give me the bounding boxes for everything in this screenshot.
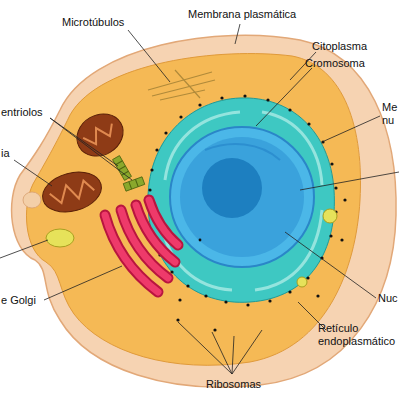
part-label: Cromosoma bbox=[305, 57, 385, 70]
part-label: Citoplasma bbox=[312, 40, 392, 53]
part-label: Retículo endoplasmático bbox=[318, 322, 399, 348]
leader-lines bbox=[0, 24, 399, 374]
vesicle bbox=[46, 229, 74, 247]
part-label: Me nu bbox=[382, 101, 399, 127]
vesicle bbox=[323, 209, 337, 223]
part-label: Microtúbulos bbox=[62, 16, 152, 29]
cytoplasm bbox=[26, 54, 360, 366]
vesicle bbox=[297, 277, 307, 287]
part-label: Ribosomas bbox=[206, 378, 286, 391]
chromosome bbox=[205, 144, 280, 160]
nucleus bbox=[170, 127, 314, 267]
endoplasmic-reticulum bbox=[148, 98, 334, 302]
part-label: Membrana plasmática bbox=[188, 8, 308, 21]
part-label: Nuc bbox=[378, 292, 399, 305]
part-label: entriolos bbox=[1, 106, 61, 119]
vesicle bbox=[23, 192, 41, 208]
centriole bbox=[113, 156, 132, 181]
part-label: e Golgi bbox=[1, 294, 61, 307]
nucleoplasm bbox=[180, 137, 304, 257]
er-folds bbox=[162, 112, 322, 290]
centriole bbox=[123, 177, 145, 191]
part-label: ia bbox=[1, 147, 21, 160]
nucleolus bbox=[202, 158, 262, 218]
ribosomes bbox=[138, 94, 346, 331]
golgi-apparatus bbox=[105, 200, 178, 292]
plasma-membrane bbox=[12, 35, 397, 387]
microtubules bbox=[148, 70, 215, 100]
mitochondrion bbox=[38, 166, 106, 218]
